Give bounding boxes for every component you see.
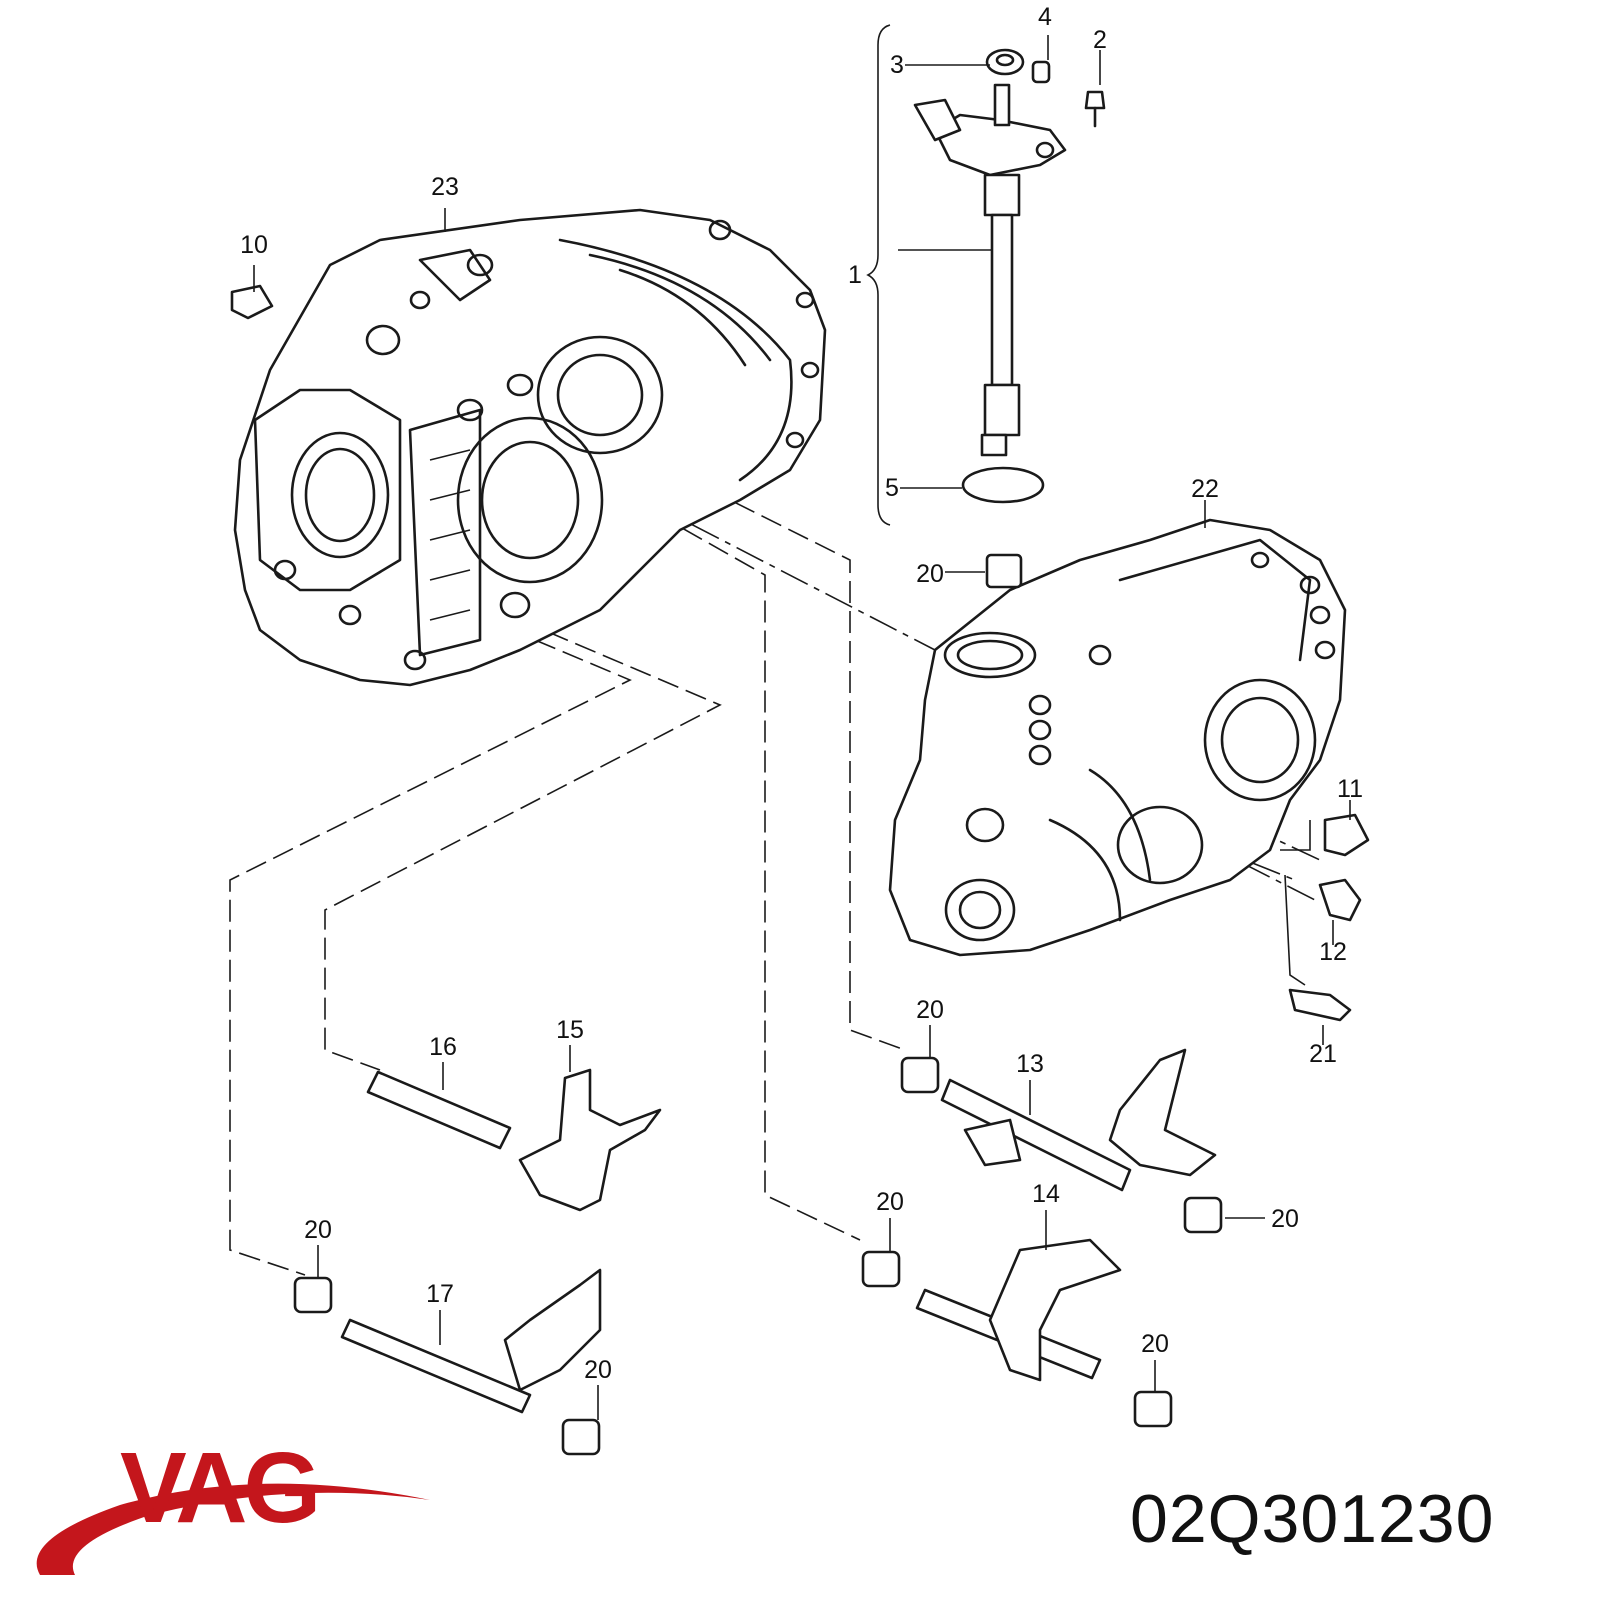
callout-3: 3 [890, 51, 904, 79]
shift-rail-part-17 [340, 1318, 532, 1414]
callout-1: 1 [848, 261, 862, 289]
callout-16: 16 [429, 1033, 457, 1061]
shift-rail-part-13 [940, 1078, 1132, 1192]
callout-20-g: 20 [584, 1356, 612, 1384]
callout-15: 15 [556, 1016, 584, 1044]
callout-14: 14 [1032, 1180, 1060, 1208]
gearbox-part-22 [888, 518, 1347, 957]
part-number: 02Q301230 [1130, 1481, 1495, 1557]
callout-11: 11 [1337, 775, 1363, 803]
switch-part-12 [1318, 878, 1362, 922]
seal-part-3 [985, 48, 1025, 76]
shift-forks [340, 1048, 1217, 1414]
callout-20-f: 20 [304, 1216, 332, 1244]
callout-numbers: 4 2 3 1 5 20 23 10 22 11 12 21 20 13 20 … [240, 3, 1363, 1384]
o-ring-part-5 [961, 466, 1045, 504]
callout-20-e: 20 [1141, 1330, 1169, 1358]
callout-5: 5 [885, 474, 899, 502]
callout-10: 10 [240, 231, 268, 259]
callout-21: 21 [1309, 1040, 1337, 1068]
callout-20-d: 20 [876, 1188, 904, 1216]
switch-part-21 [1288, 988, 1352, 1022]
callout-13: 13 [1016, 1050, 1044, 1078]
callout-20-a: 20 [916, 560, 944, 588]
callout-20-c: 20 [1271, 1205, 1299, 1233]
bolt-part-2 [1084, 90, 1106, 110]
callout-4: 4 [1038, 3, 1052, 31]
small-parts [230, 48, 1106, 504]
bushings-part-20 [293, 553, 1223, 1456]
logo-swoosh [36, 1483, 431, 1575]
logo-wordmark: VAG [120, 1432, 317, 1544]
callout-20-b: 20 [916, 996, 944, 1024]
sleeve-part-4 [1031, 60, 1051, 84]
transmission-housing-part-23 [233, 208, 827, 687]
pin-part-10 [230, 284, 274, 320]
shift-rod-part-16 [366, 1070, 512, 1150]
callout-17: 17 [426, 1280, 454, 1308]
callout-12: 12 [1319, 938, 1347, 966]
vag-logo: VAG [36, 1432, 431, 1575]
leader-lines [253, 24, 1351, 1420]
callout-23: 23 [431, 173, 459, 201]
switch-part-11 [1323, 813, 1370, 857]
sensors [1288, 813, 1370, 1022]
shift-fork-part-15 [518, 1068, 662, 1212]
shift-shaft-part-1 [913, 83, 1067, 457]
callout-2: 2 [1093, 26, 1107, 54]
callout-22: 22 [1191, 475, 1219, 503]
